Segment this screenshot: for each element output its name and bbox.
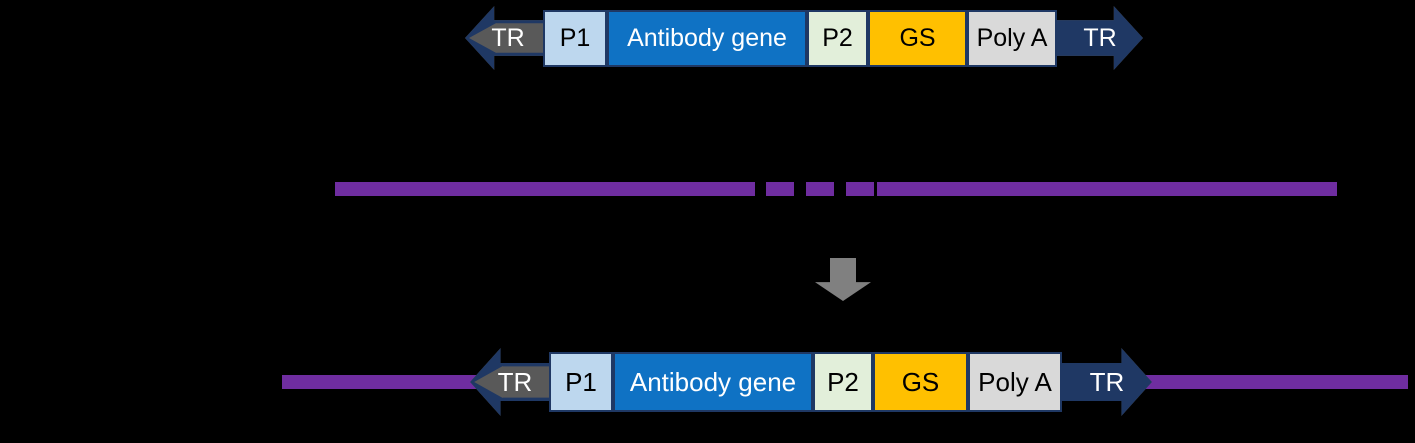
tr-right-outline-bottom — [1062, 348, 1152, 416]
arrow-shaft — [829, 258, 857, 283]
segment-label: P2 — [827, 366, 859, 397]
integration-arrow — [815, 258, 871, 301]
segment-label: GS — [899, 24, 936, 52]
tr-arrow-right-bottom: TR — [1062, 348, 1152, 416]
segment-p1-top: P1 — [543, 10, 607, 67]
segment-label: Antibody gene — [627, 24, 787, 52]
segment-label: P2 — [822, 24, 853, 52]
segment-antibody-gene-top: Antibody gene — [607, 10, 807, 67]
segment-poly-a-bottom: Poly A — [968, 352, 1062, 412]
segment-label: Antibody gene — [629, 366, 797, 397]
segment-gs-top: GS — [868, 10, 967, 67]
segment-label: P1 — [565, 366, 597, 397]
segment-gs-bottom: GS — [873, 352, 968, 412]
segment-label: Poly A — [978, 366, 1052, 397]
tr-left-outline-bottom — [470, 348, 560, 416]
segment-antibody-gene-bottom: Antibody gene — [613, 352, 813, 412]
segment-p2-top: P2 — [807, 10, 868, 67]
tr-label: TR — [497, 366, 533, 397]
segment-label: P1 — [559, 24, 591, 52]
segment-label: Poly A — [976, 24, 1048, 52]
segment-poly-a-top: Poly A — [967, 10, 1057, 67]
segment-label: GS — [901, 366, 940, 397]
segment-p2-bottom: P2 — [813, 352, 873, 412]
top-construct: TR P1 Antibody gene P2 GS Poly A TR — [0, 0, 1415, 80]
tr-arrow-left-bottom: TR — [470, 348, 560, 416]
segment-p1-bottom: P1 — [549, 352, 613, 412]
